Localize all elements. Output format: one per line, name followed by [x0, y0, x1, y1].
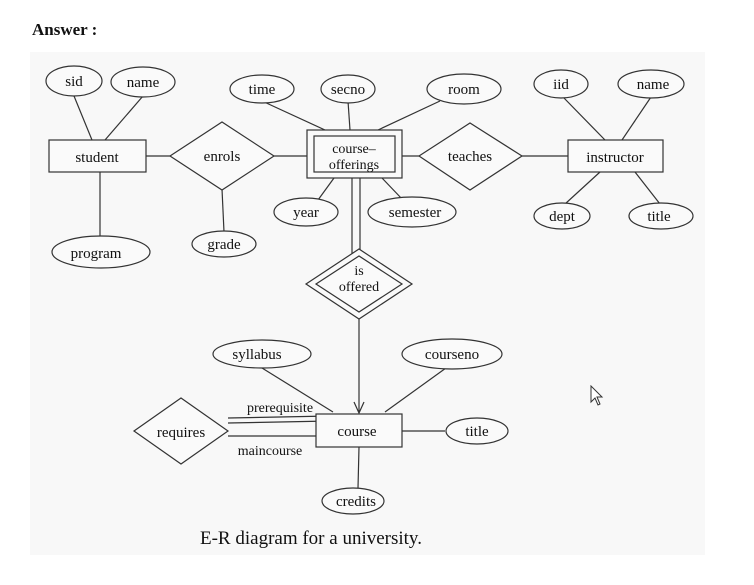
relationship-is-offered-line2: offered: [339, 280, 379, 295]
attribute-student-name-label: name: [127, 75, 160, 91]
entity-instructor: instructor: [567, 139, 664, 173]
attribute-instructor-name: name: [617, 69, 685, 99]
attribute-program: program: [51, 235, 151, 269]
entity-student-label: student: [75, 150, 119, 166]
line-offerings-time: [261, 100, 326, 131]
attribute-student-name: name: [110, 66, 176, 98]
attribute-credits: credits: [321, 487, 385, 515]
attribute-semester: semester: [367, 196, 457, 228]
attribute-grade: grade: [191, 230, 257, 258]
attribute-iid-label: iid: [553, 77, 569, 93]
relationship-enrols-label: enrols: [204, 149, 241, 165]
attribute-year-label: year: [293, 205, 319, 221]
attribute-course-title-label: title: [465, 424, 489, 440]
entity-course: course: [315, 413, 403, 448]
attribute-syllabus-label: syllabus: [232, 347, 281, 363]
attribute-time-label: time: [249, 82, 276, 98]
relationship-teaches: teaches: [417, 122, 524, 191]
line-offerings-room: [377, 100, 441, 131]
line-course-credits: [357, 446, 360, 489]
attribute-syllabus: syllabus: [212, 339, 312, 369]
attribute-instructor-name-label: name: [637, 77, 670, 93]
arrowhead-course: [353, 401, 365, 415]
entity-instructor-label: instructor: [586, 150, 644, 166]
attribute-courseno: courseno: [401, 338, 503, 370]
attribute-room: room: [426, 73, 502, 105]
attribute-time: time: [229, 74, 295, 104]
line-offerings-secno: [347, 100, 351, 131]
attribute-credits-label: credits: [336, 494, 376, 510]
line-instructor-dept: [564, 171, 601, 205]
attribute-program-label: program: [71, 246, 122, 262]
entity-course-offerings: course– offerings: [306, 129, 403, 179]
relationship-is-offered: is offered: [304, 248, 414, 320]
line-enrols-grade: [221, 188, 225, 233]
attribute-room-label: room: [448, 82, 480, 98]
entity-student: student: [48, 139, 147, 173]
attribute-secno-label: secno: [331, 82, 365, 98]
attribute-instructor-title-label: title: [647, 209, 671, 225]
relationship-is-offered-line1: is: [354, 264, 363, 279]
relationship-enrols: enrols: [168, 121, 276, 191]
line-student-sid: [73, 95, 93, 141]
line-requires-prereq-a: [227, 415, 331, 419]
attribute-dept-label: dept: [549, 209, 576, 225]
attribute-instructor-title: title: [628, 202, 694, 230]
entity-course-label: course: [337, 424, 376, 440]
entity-course-offerings-line2: offerings: [329, 158, 379, 173]
connectors: [73, 95, 661, 489]
role-maincourse-label: maincourse: [238, 444, 303, 459]
role-prerequisite-label: prerequisite: [247, 401, 313, 416]
attribute-dept: dept: [533, 202, 591, 230]
answer-heading: Answer :: [32, 20, 98, 39]
attribute-sid-label: sid: [65, 74, 83, 90]
attribute-semester-label: semester: [389, 205, 441, 221]
attribute-sid: sid: [45, 65, 103, 97]
line-offerings-semester: [381, 177, 404, 201]
attribute-iid: iid: [533, 69, 589, 99]
line-requires-prereq-b: [227, 420, 331, 424]
line-offerings-year: [317, 177, 335, 201]
mouse-pointer-icon: [590, 385, 604, 406]
attribute-courseno-label: courseno: [425, 347, 479, 363]
line-instructor-title: [634, 171, 661, 205]
relationship-requires: requires: [132, 397, 230, 465]
line-course-courseno: [384, 367, 447, 413]
line-course-syllabus: [261, 367, 334, 413]
relationship-teaches-label: teaches: [448, 149, 492, 165]
line-student-name: [104, 95, 144, 141]
relationship-requires-label: requires: [157, 425, 205, 441]
line-instructor-name: [621, 96, 652, 141]
attribute-grade-label: grade: [207, 237, 241, 253]
attribute-year: year: [273, 197, 339, 227]
attribute-course-title: title: [445, 417, 509, 445]
diagram-caption: E-R diagram for a university.: [200, 528, 422, 549]
attribute-secno: secno: [320, 74, 376, 104]
line-instructor-iid: [562, 96, 606, 141]
entity-course-offerings-line1: course–: [332, 142, 377, 157]
